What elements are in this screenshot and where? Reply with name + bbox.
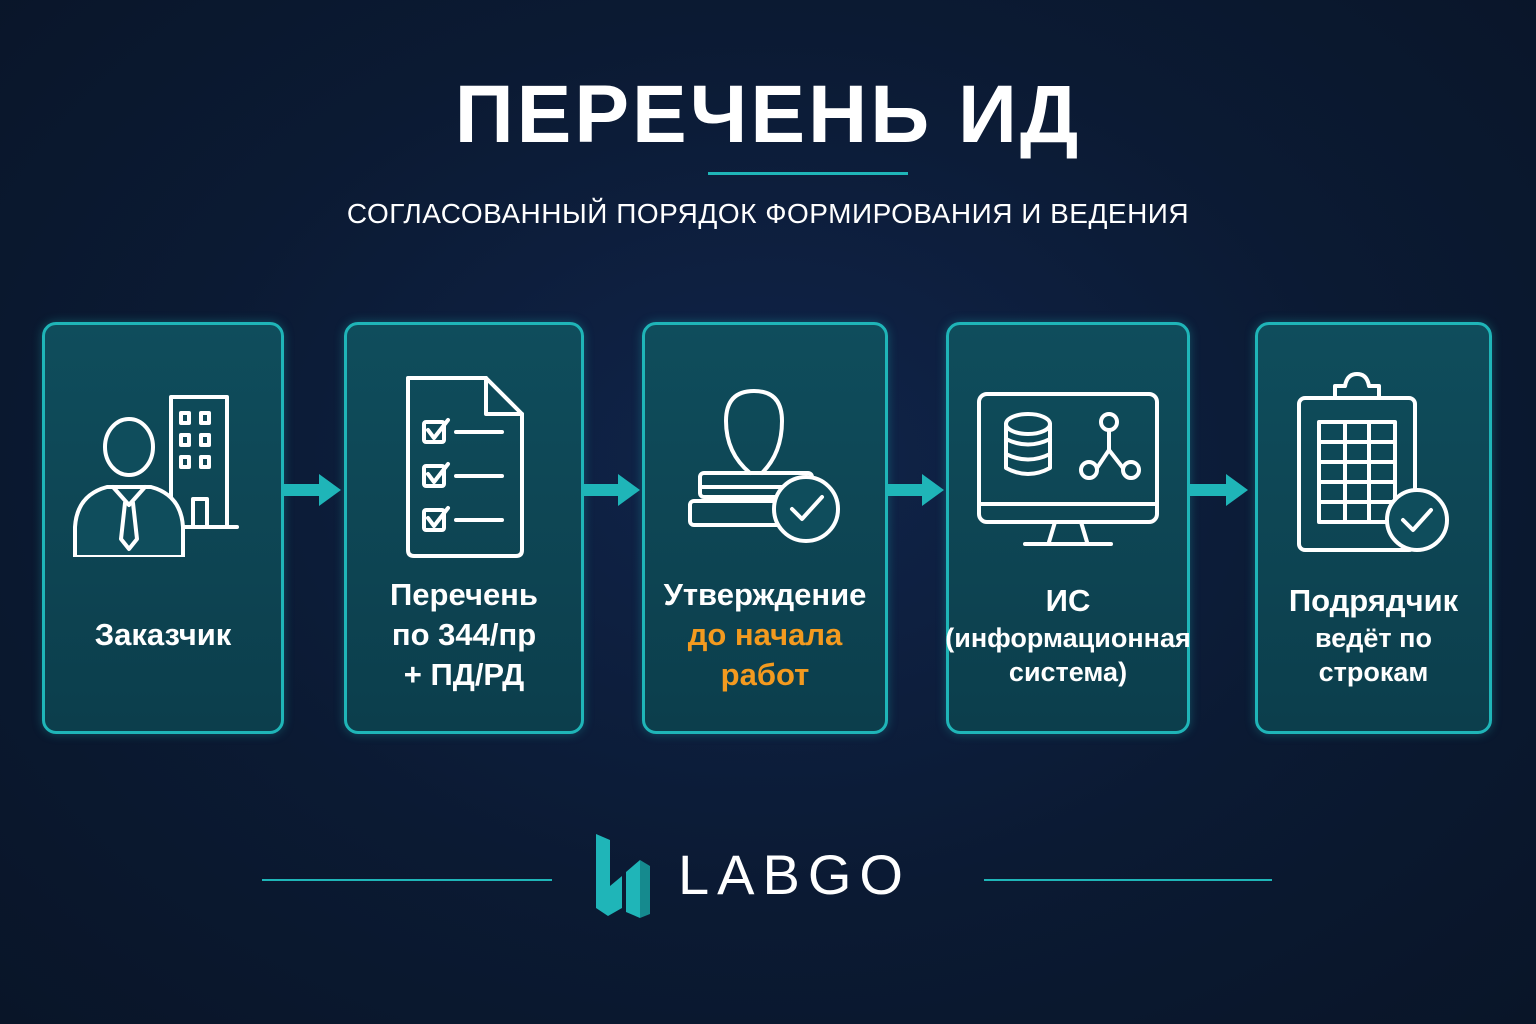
step-card-approval: Утверждение до начала работ	[642, 322, 888, 734]
checklist-document-icon	[347, 367, 581, 567]
arrow-right-icon	[283, 474, 341, 506]
footer-divider-right	[984, 879, 1272, 881]
title-underline	[708, 172, 908, 175]
logo-text: LABGO	[678, 843, 911, 906]
page-title: ПЕРЕЧЕНЬ ИД	[454, 69, 1082, 160]
step-label-line: (информационная	[945, 623, 1191, 653]
customer-building-icon	[45, 367, 281, 567]
clipboard-table-icon	[1258, 367, 1489, 567]
step-label-line: ИС	[1045, 583, 1091, 618]
arrow-right-icon	[582, 474, 640, 506]
step-card-customer: Заказчик	[42, 322, 284, 734]
arrow-right-icon	[886, 474, 944, 506]
step-card-information-system: ИС (информационная система)	[945, 322, 1191, 734]
step-card-contractor: Подрядчик ведёт по строкам	[1255, 322, 1492, 734]
step-label-line: + ПД/РД	[403, 657, 525, 692]
stamp-approval-icon	[645, 367, 885, 567]
step-label-line: Подрядчик	[1288, 583, 1459, 618]
computer-database-icon	[949, 367, 1187, 567]
step-label-line: по 344/пр	[391, 617, 537, 652]
step-label: ИС (информационная система)	[945, 575, 1191, 695]
step-label-line: Заказчик	[94, 617, 232, 652]
arrow-right-icon	[1190, 474, 1248, 506]
step-label-line: ведёт по строкам	[1315, 623, 1432, 687]
brand-logo: LABGO	[592, 830, 911, 920]
step-label-line: система)	[1008, 657, 1128, 687]
step-label-line: Перечень	[390, 577, 538, 612]
step-label: Подрядчик ведёт по строкам	[1266, 575, 1481, 695]
step-label-accent: до начала работ	[687, 617, 843, 692]
page-subtitle: СОГЛАСОВАННЫЙ ПОРЯДОК ФОРМИРОВАНИЯ И ВЕД…	[346, 198, 1190, 229]
step-label: Заказчик	[53, 575, 273, 695]
labgo-logo-icon	[596, 834, 650, 918]
step-label-line: Утверждение	[663, 577, 867, 612]
footer-divider-left	[262, 879, 552, 881]
step-card-list: Перечень по 344/пр + ПД/РД	[344, 322, 584, 734]
step-label: Перечень по 344/пр + ПД/РД	[355, 575, 573, 695]
step-label: Утверждение до начала работ	[653, 575, 877, 695]
